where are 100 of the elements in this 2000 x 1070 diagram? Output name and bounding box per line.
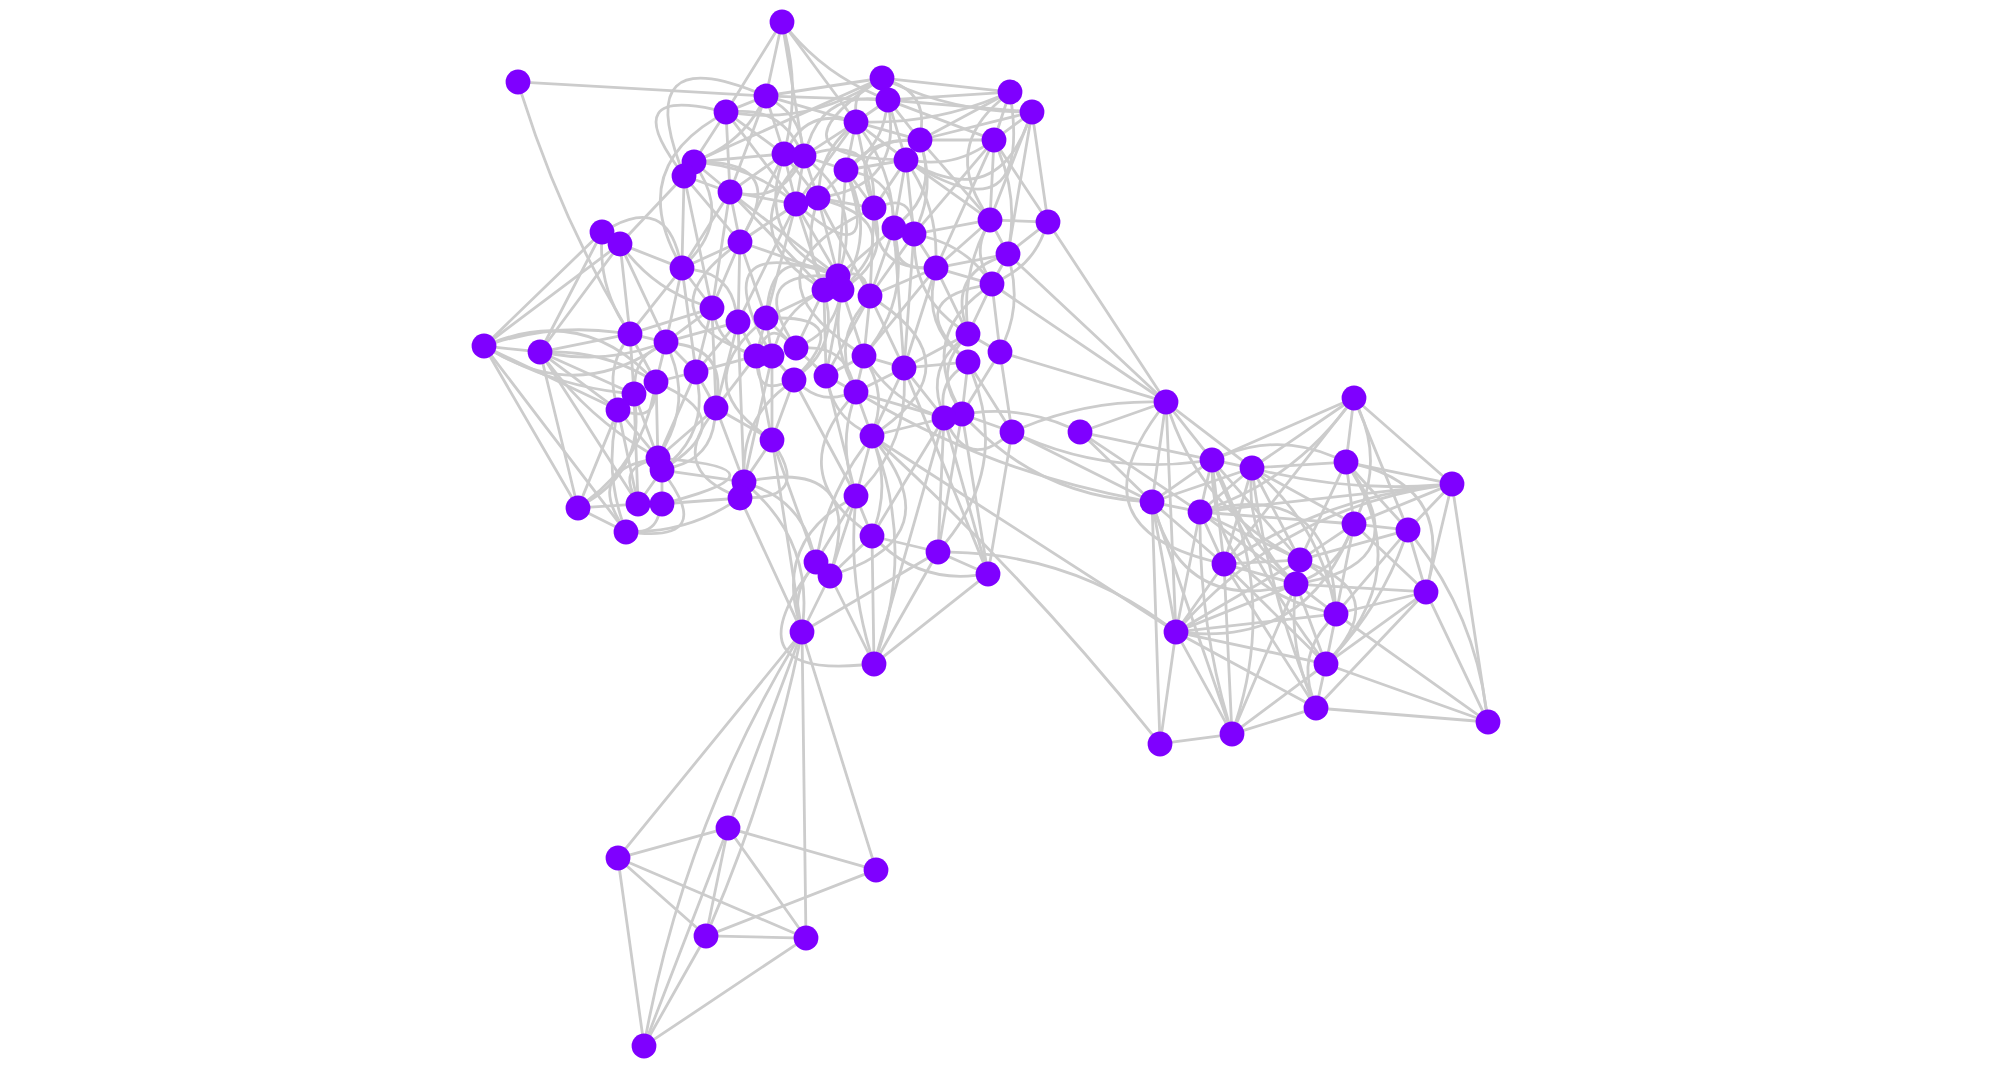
graph-node xyxy=(955,349,981,375)
graph-node xyxy=(643,369,669,395)
graph-node xyxy=(1313,651,1339,677)
graph-node xyxy=(813,363,839,389)
graph-node xyxy=(783,191,809,217)
graph-node xyxy=(683,359,709,385)
graph-node xyxy=(859,423,885,449)
graph-node xyxy=(1287,547,1313,573)
graph-node xyxy=(649,491,675,517)
graph-node xyxy=(791,143,817,169)
graph-node xyxy=(703,395,729,421)
graph-node xyxy=(1035,209,1061,235)
graph-node xyxy=(1019,99,1045,125)
graph-node xyxy=(843,109,869,135)
graph-node xyxy=(843,379,869,405)
graph-node xyxy=(471,333,497,359)
graph-node xyxy=(1413,579,1439,605)
graph-node xyxy=(565,495,591,521)
graph-node xyxy=(833,157,859,183)
graph-node xyxy=(713,99,739,125)
graph-node xyxy=(805,185,831,211)
graph-node xyxy=(789,619,815,645)
graph-node xyxy=(857,283,883,309)
graph-node xyxy=(891,355,917,381)
graph-node xyxy=(859,523,885,549)
graph-node xyxy=(981,127,1007,153)
graph-node xyxy=(727,485,753,511)
graph-node xyxy=(621,381,647,407)
graph-node xyxy=(1323,601,1349,627)
graph-node xyxy=(925,539,951,565)
graph-node xyxy=(817,563,843,589)
graph-node xyxy=(1333,449,1359,475)
graph-node xyxy=(669,255,695,281)
graph-node xyxy=(979,271,1005,297)
graph-node xyxy=(753,83,779,109)
graph-node xyxy=(881,215,907,241)
graph-node xyxy=(605,845,631,871)
graph-node xyxy=(505,69,531,95)
graph-node xyxy=(863,857,889,883)
graph-node xyxy=(1199,447,1225,473)
graph-node xyxy=(1303,695,1329,721)
graph-node xyxy=(613,519,639,545)
graph-node xyxy=(759,427,785,453)
graph-node xyxy=(869,65,895,91)
graph-node xyxy=(1153,389,1179,415)
graph-node xyxy=(987,339,1013,365)
graph-node xyxy=(1163,619,1189,645)
graph-node xyxy=(727,229,753,255)
graph-node xyxy=(977,207,1003,233)
graph-node xyxy=(1239,455,1265,481)
graph-node xyxy=(1341,385,1367,411)
graph-node xyxy=(1139,489,1165,515)
graph-node xyxy=(851,343,877,369)
graph-node xyxy=(829,277,855,303)
graph-node xyxy=(625,491,651,517)
graph-node xyxy=(901,221,927,247)
graph-node xyxy=(653,329,679,355)
graph-node xyxy=(975,561,1001,587)
graph-node xyxy=(649,457,675,483)
graph-node xyxy=(1067,419,1093,445)
graph-node xyxy=(861,651,887,677)
graph-node xyxy=(999,419,1025,445)
graph-node xyxy=(631,1033,657,1059)
graph-node xyxy=(893,147,919,173)
graph-node xyxy=(759,343,785,369)
graph-node xyxy=(781,367,807,393)
graph-node xyxy=(955,321,981,347)
graph-node xyxy=(1187,499,1213,525)
graph-node xyxy=(843,483,869,509)
graph-node xyxy=(1283,571,1309,597)
graph-node xyxy=(617,321,643,347)
graph-node xyxy=(1219,721,1245,747)
graph-node xyxy=(1475,709,1501,735)
graph-node xyxy=(1211,551,1237,577)
graph-node xyxy=(589,219,615,245)
graph-node xyxy=(875,87,901,113)
graph-node xyxy=(1439,471,1465,497)
graph-node xyxy=(671,163,697,189)
graph-node xyxy=(769,9,795,35)
graph-node xyxy=(783,335,809,361)
graph-node xyxy=(725,309,751,335)
graph-node xyxy=(923,255,949,281)
graph-node xyxy=(717,179,743,205)
graph-node xyxy=(699,295,725,321)
graph-node xyxy=(607,231,633,257)
graph-node xyxy=(861,195,887,221)
graph-node xyxy=(1147,731,1173,757)
graph-node xyxy=(605,397,631,423)
graph-node xyxy=(793,925,819,951)
graph-node xyxy=(771,141,797,167)
graph-node xyxy=(1341,511,1367,537)
graph-node xyxy=(753,305,779,331)
graph-node xyxy=(715,815,741,841)
graph-node xyxy=(931,405,957,431)
graph-node xyxy=(527,339,553,365)
graph-node xyxy=(693,923,719,949)
graph-node xyxy=(995,241,1021,267)
graph-node xyxy=(997,79,1023,105)
graph-node xyxy=(1395,517,1421,543)
graph-node xyxy=(907,127,933,153)
